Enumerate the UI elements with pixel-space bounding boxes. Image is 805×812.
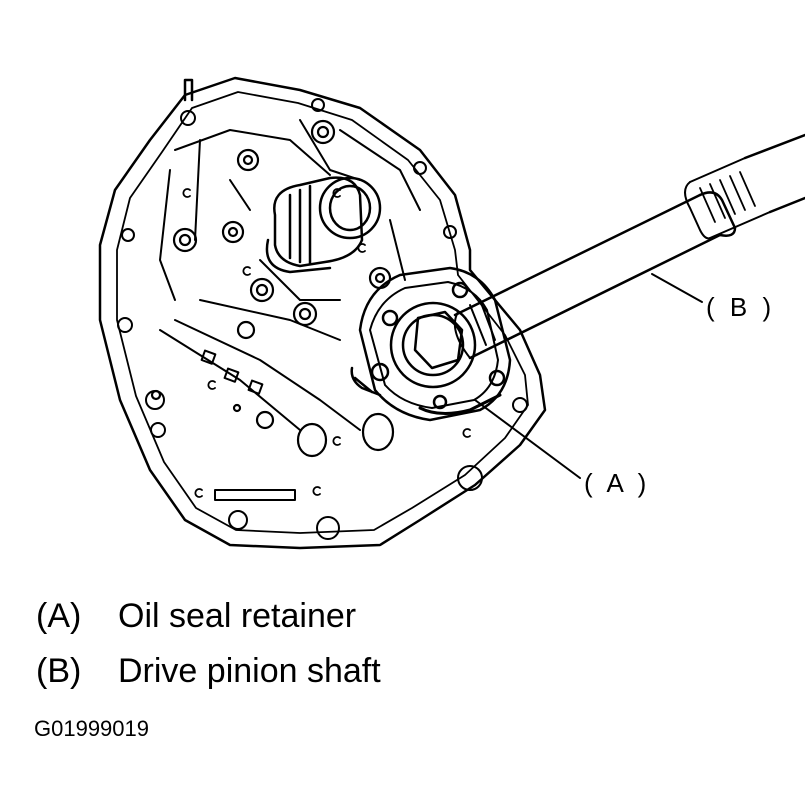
- legend-key-b: (B): [36, 652, 82, 690]
- case-bosses: [150, 119, 395, 458]
- flange-bolt-holes: [117, 98, 528, 540]
- oil-ports: [200, 349, 296, 501]
- main-shaft-stub: [265, 176, 382, 274]
- pinion-nut: [413, 310, 464, 370]
- inner-ribs: [159, 119, 421, 431]
- drive-pinion-shaft: [453, 133, 805, 360]
- leader-line-b: [651, 273, 703, 303]
- housing-inner-flange: [116, 91, 529, 534]
- housing-outline: [98, 76, 547, 550]
- legend-label-a: Oil seal retainer: [118, 597, 357, 635]
- figure-id: G01999019: [34, 716, 149, 741]
- legend-key-a: (A): [36, 597, 82, 635]
- callout-a-label: ( A ): [584, 468, 651, 498]
- case-markings: [182, 188, 471, 498]
- legend-label-b: Drive pinion shaft: [118, 652, 381, 690]
- transmission-case-illustration: [98, 76, 805, 550]
- dowel-pin: [183, 78, 194, 102]
- callout-b-label: ( B ): [706, 292, 776, 322]
- legend-item-a: (A) Oil seal retainer: [36, 597, 356, 636]
- legend-item-b: (B) Drive pinion shaft: [36, 652, 381, 691]
- leader-line-a: [474, 399, 581, 479]
